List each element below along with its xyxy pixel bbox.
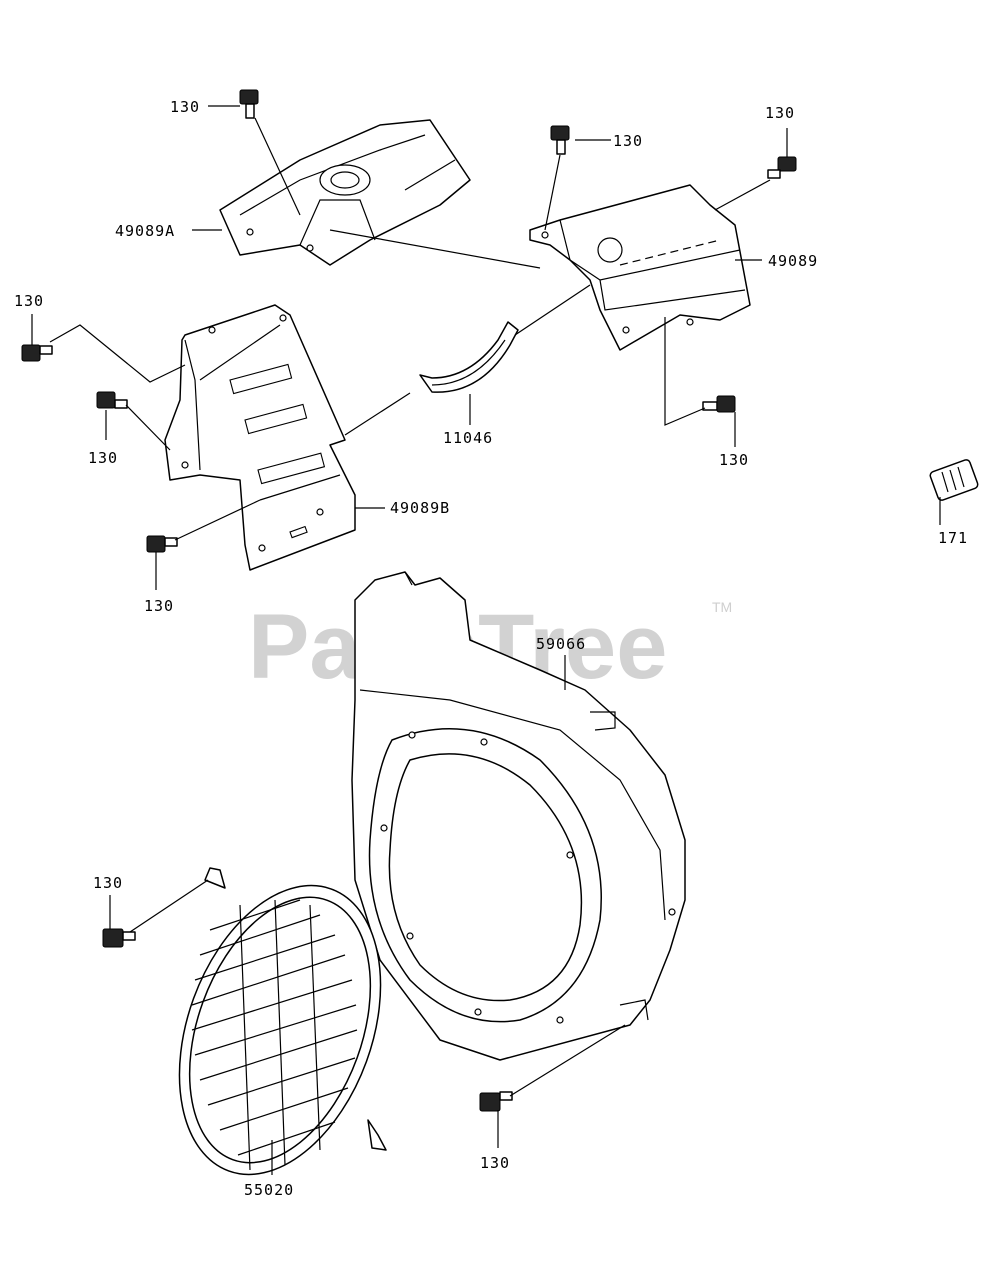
callout-130-a[interactable]: 130 — [170, 98, 200, 116]
watermark-trademark: TM — [712, 599, 732, 615]
callout-130-d[interactable]: 130 — [14, 292, 44, 310]
callout-49089a[interactable]: 49089A — [115, 222, 175, 240]
callout-55020[interactable]: 55020 — [244, 1181, 294, 1199]
part-11046-bracket[interactable] — [419, 321, 519, 393]
bolt-130-h[interactable] — [102, 928, 136, 948]
callout-11046[interactable]: 11046 — [443, 429, 493, 447]
bolt-130-g[interactable] — [146, 535, 178, 553]
callout-171[interactable]: 171 — [938, 529, 968, 547]
callout-130-h[interactable]: 130 — [93, 874, 123, 892]
bolt-130-f[interactable] — [702, 395, 736, 413]
fan-guard-slots — [191, 899, 358, 1171]
part-49089-shroud[interactable] — [529, 184, 751, 351]
callout-labels: 130 49089A 130 130 49089 130 130 11046 1… — [14, 98, 968, 1199]
callout-130-e[interactable]: 130 — [88, 449, 118, 467]
bolt-130-i[interactable] — [479, 1091, 513, 1112]
part-59066-blower-housing[interactable] — [351, 571, 686, 1061]
callout-130-b[interactable]: 130 — [613, 132, 643, 150]
part-49089a-shroud[interactable] — [219, 119, 471, 266]
callout-130-c[interactable]: 130 — [765, 104, 795, 122]
callout-49089b[interactable]: 49089B — [390, 499, 450, 517]
bolt-130-a[interactable] — [239, 89, 259, 119]
callout-130-i[interactable]: 130 — [480, 1154, 510, 1172]
bolt-130-c[interactable] — [767, 156, 797, 179]
bolt-130-d[interactable] — [21, 344, 53, 362]
part-171-stud[interactable] — [929, 459, 979, 502]
callout-130-f[interactable]: 130 — [719, 451, 749, 469]
callout-130-g[interactable]: 130 — [144, 597, 174, 615]
leader-lines — [31, 105, 941, 1175]
callout-59066[interactable]: 59066 — [536, 635, 586, 653]
part-49089b-plate[interactable] — [164, 304, 356, 571]
callout-49089[interactable]: 49089 — [768, 252, 818, 270]
part-55020-fan-guard[interactable] — [142, 858, 418, 1203]
bolt-130-b[interactable] — [550, 125, 570, 155]
bolt-130-e[interactable] — [96, 391, 128, 409]
